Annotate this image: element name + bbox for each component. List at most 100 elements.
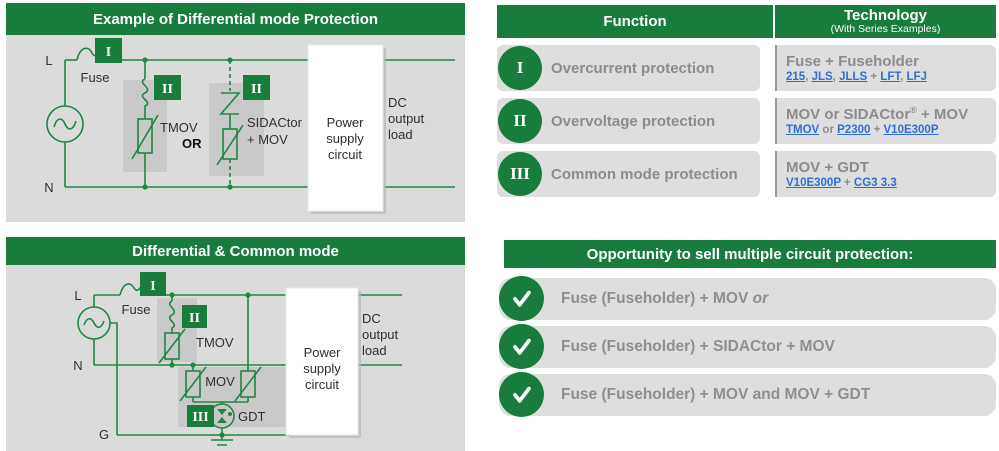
badge-overvoltage-sidactor: II	[243, 75, 270, 100]
function-label: Overcurrent protection	[551, 59, 715, 77]
series-link-lfj[interactable]: LFJ	[906, 71, 927, 84]
differential-circuit-diagram: Power supply circuit I II II L N Fuse TM…	[44, 38, 455, 214]
line-label-l: L	[74, 288, 81, 303]
dc-label-2: output	[388, 111, 425, 126]
svg-text:II: II	[162, 82, 173, 97]
gdt-inner	[217, 409, 232, 423]
function-cell: I Overcurrent protection	[497, 45, 760, 91]
common-mode-circuit-diagram: Power supply circuit I II III L N G Fuse…	[73, 272, 402, 446]
dc-label-2: output	[362, 327, 399, 342]
series-links: 215, JLS, JLLS + LFT, LFJ	[786, 71, 996, 84]
header-technology-title: Technology	[843, 7, 928, 25]
svg-text:II: II	[251, 82, 262, 97]
link-separator: ,	[832, 71, 840, 84]
line-label-g: G	[99, 427, 109, 442]
line-label-l: L	[45, 53, 52, 68]
mov-label: MOV	[205, 374, 235, 389]
dc-label-3: load	[388, 127, 413, 142]
series-link-v10e300p[interactable]: V10E300P	[786, 177, 841, 190]
function-cell: III Common mode protection	[497, 151, 760, 197]
tmov-thermal-element	[168, 300, 176, 333]
check-icon	[499, 324, 544, 369]
or-label: OR	[182, 136, 202, 151]
line-label-n: N	[73, 358, 82, 373]
check-icon	[499, 372, 544, 417]
junction-dots	[142, 57, 233, 190]
series-link-p2300[interactable]: P2300	[837, 124, 871, 137]
opportunity-text: Fuse (Fuseholder) + SIDACtor + MOV	[561, 338, 835, 355]
header-technology: Technology (With Series Examples)	[775, 5, 996, 38]
series-link-lft[interactable]: LFT	[880, 71, 901, 84]
ground-symbol	[211, 439, 233, 446]
panel-title: Differential & Common mode	[6, 237, 465, 265]
badge-overvoltage-tmov: II	[154, 75, 181, 100]
fuse-label: Fuse	[122, 302, 151, 317]
roman-numeral-badge: III	[498, 152, 542, 196]
table-row: II Overvoltage protection MOV or SIDACto…	[497, 98, 996, 144]
gdt-label: GDT	[238, 409, 266, 424]
table-row: III Common mode protection MOV + GDT V10…	[497, 151, 996, 197]
series-link-jls[interactable]: JLS	[811, 71, 833, 84]
link-separator: or	[819, 124, 838, 137]
roman-numeral-badge: II	[498, 99, 542, 143]
panel-common-mode: Differential & Common mode	[6, 237, 465, 451]
opportunity-text: Fuse (Fuseholder) + MOV or	[561, 290, 769, 307]
column-divider	[775, 45, 777, 91]
function-label: Overvoltage protection	[551, 112, 716, 130]
svg-text:I: I	[150, 279, 155, 294]
header-technology-subtitle: (With Series Examples)	[830, 22, 941, 35]
column-divider	[775, 151, 777, 197]
series-link-tmov[interactable]: TMOV	[786, 124, 820, 137]
opportunity-title: Opportunity to sell multiple circuit pro…	[504, 240, 996, 268]
technology-cell: Fuse + Fuseholder 215, JLS, JLLS + LFT, …	[777, 45, 996, 91]
badge-overcurrent: I	[95, 38, 122, 63]
technology-title: MOV + GDT	[786, 158, 869, 176]
sidactor-label-2: + MOV	[247, 132, 288, 147]
dc-label-3: load	[362, 343, 387, 358]
power-label-3: circuit	[328, 147, 362, 162]
technology-cell: MOV + GDT V10E300P + CG3 3.3	[777, 151, 996, 197]
opportunity-item: Fuse (Fuseholder) + MOV and MOV + GDT	[499, 372, 996, 417]
link-separator: +	[840, 177, 854, 190]
series-link-cg3-3.3[interactable]: CG3 3.3	[853, 177, 897, 190]
line-label-n: N	[44, 180, 53, 195]
svg-text:III: III	[192, 410, 208, 425]
header-function: Function	[497, 5, 775, 38]
column-divider	[775, 98, 777, 144]
opportunity-item: Fuse (Fuseholder) + MOV or	[499, 276, 996, 321]
check-icon	[499, 276, 544, 321]
panel-differential-mode: Example of Differential mode Protection	[6, 3, 465, 222]
power-label-2: supply	[303, 361, 341, 376]
tmov-thermal-element	[141, 78, 149, 119]
panel-title: Example of Differential mode Protection	[6, 3, 465, 35]
tmov-label: TMOV	[196, 335, 234, 350]
ac-source-symbol	[46, 105, 84, 143]
badge-overvoltage: II	[182, 305, 207, 328]
junction-dots	[169, 292, 251, 438]
badge-overcurrent: I	[140, 272, 166, 296]
power-label-3: circuit	[305, 377, 339, 392]
tmov-label: TMOV	[160, 120, 198, 135]
technology-cell: MOV or SIDACtor® + MOV TMOV or P2300 + V…	[777, 98, 996, 144]
table-header: Function Technology (With Series Example…	[497, 5, 996, 38]
power-label-1: Power	[327, 115, 365, 130]
series-link-v10e300p[interactable]: V10E300P	[883, 124, 939, 137]
link-separator: ,	[900, 71, 907, 84]
series-links: TMOV or P2300 + V10E300P	[786, 124, 996, 137]
series-link-215[interactable]: 215	[786, 71, 806, 84]
power-label-2: supply	[326, 131, 364, 146]
opportunity-text: Fuse (Fuseholder) + MOV and MOV + GDT	[561, 386, 871, 403]
dc-label-1: DC	[362, 311, 381, 326]
series-link-jlls[interactable]: JLLS	[839, 71, 868, 84]
link-separator: ,	[805, 71, 812, 84]
roman-numeral-badge: I	[498, 46, 542, 90]
technology-title: Fuse + Fuseholder	[786, 52, 919, 70]
function-technology-table: Function Technology (With Series Example…	[497, 5, 996, 197]
circuit-wires	[77, 283, 402, 446]
power-label-1: Power	[304, 345, 342, 360]
opportunity-item: Fuse (Fuseholder) + SIDACtor + MOV	[499, 324, 996, 369]
svg-text:II: II	[189, 311, 200, 326]
circuit-wires	[46, 47, 455, 188]
power-supply-box: Power supply circuit	[285, 287, 361, 438]
